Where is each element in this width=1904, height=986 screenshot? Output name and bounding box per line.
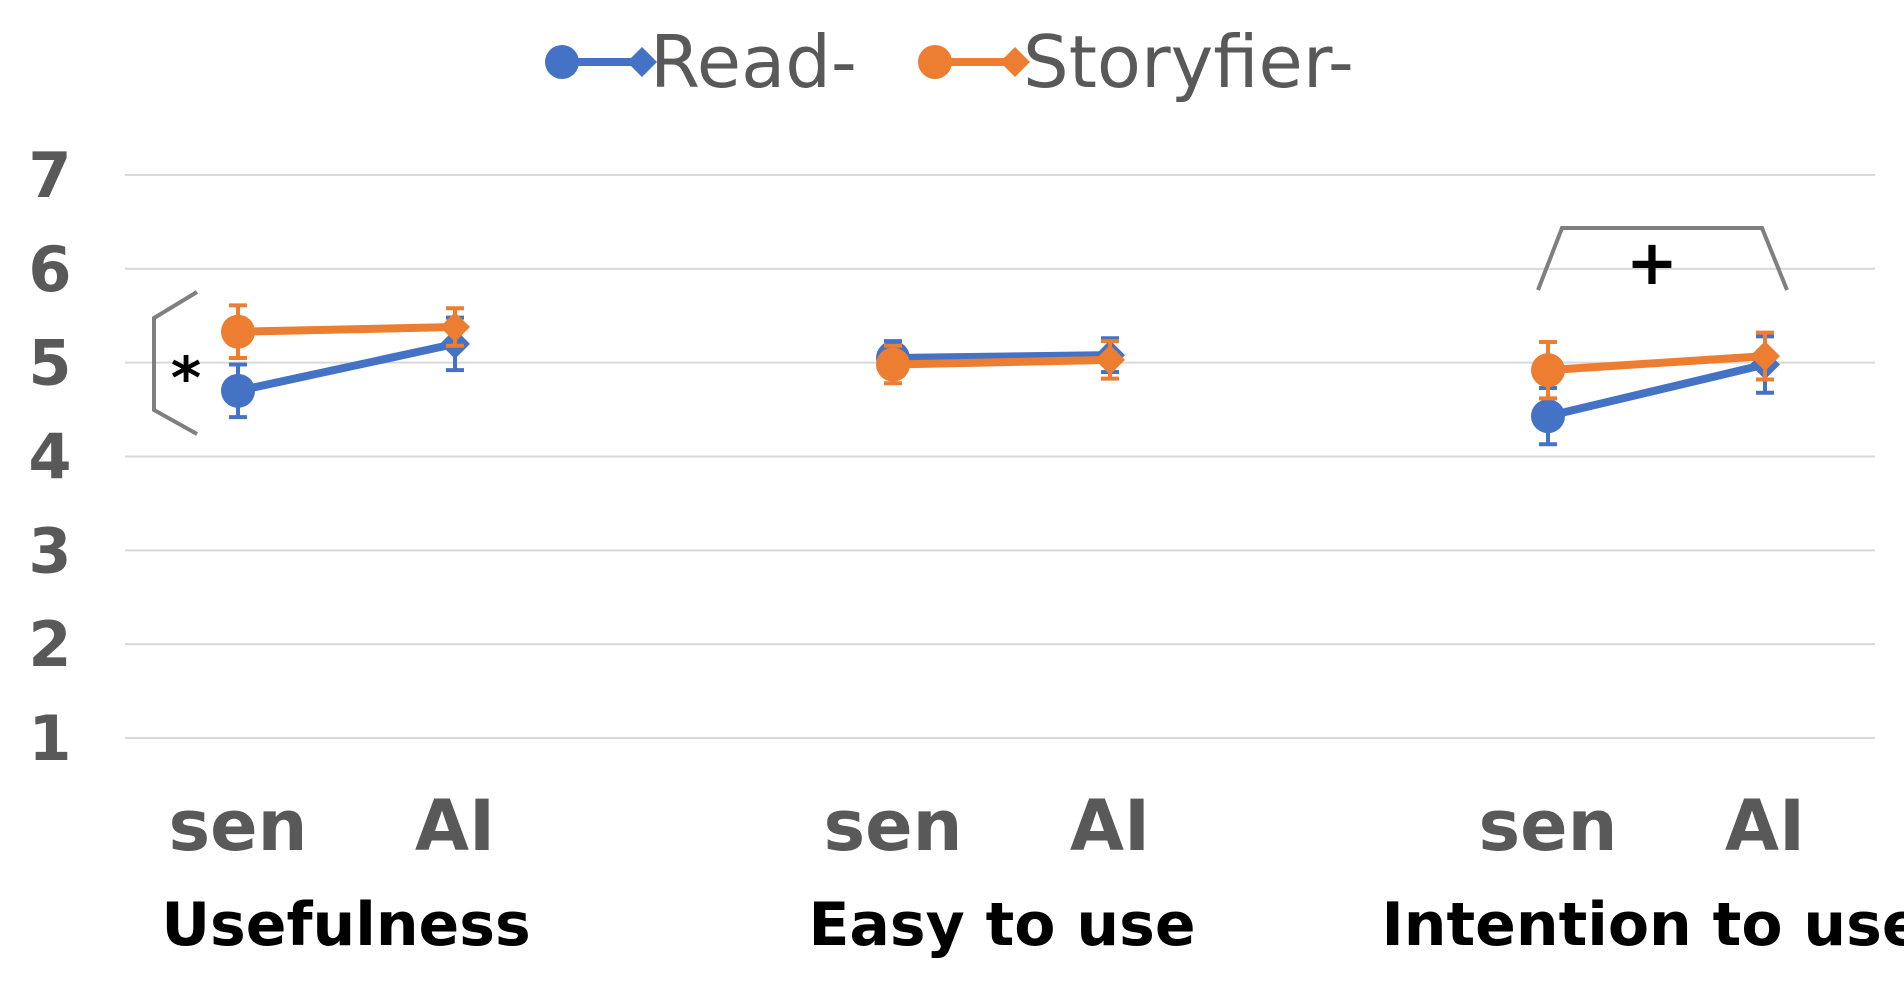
x-axis: sen AI Usefulness sen AI Easy to use sen AI Inte… [161, 785, 1904, 960]
data-point-diamond [1750, 341, 1780, 372]
series-line-storyfier [892, 355, 1111, 369]
legend-diamond-marker [1000, 47, 1030, 77]
legend-label: Storyfier- [1023, 20, 1354, 104]
y-tick-label-5: 5 [28, 327, 71, 400]
data-point-circle [221, 373, 255, 408]
legend: Read- Storyfier- [545, 20, 1354, 104]
y-tick-label-2: 2 [28, 608, 71, 681]
group-label: Usefulness [161, 890, 530, 960]
x-tick-label: sen [824, 785, 963, 867]
y-tick-label-3: 3 [28, 514, 71, 587]
data-point-circle [221, 314, 255, 349]
data-point-diamond [1095, 344, 1125, 375]
significance-bracket-usefulness [152, 290, 199, 436]
significance-bracket-intention [1536, 226, 1789, 291]
legend-label: Read- [650, 20, 857, 104]
y-axis: 1 2 3 4 5 6 7 [28, 139, 71, 775]
series-line-storyfier [1547, 352, 1766, 375]
gridlines [125, 174, 1875, 739]
series-line-read [1547, 360, 1766, 421]
x-tick-label: sen [1479, 785, 1618, 867]
x-tick-label: AI [1070, 785, 1150, 867]
y-tick-label-4: 4 [28, 421, 71, 494]
legend-circle-marker [918, 45, 952, 79]
significance-annotations: *+ [152, 226, 1789, 436]
y-tick-label-1: 1 [28, 702, 71, 775]
group-label: Easy to use [808, 890, 1195, 960]
data-point-diamond [440, 312, 470, 343]
series-line-storyfier [237, 323, 456, 336]
series-line-read [237, 339, 456, 395]
y-tick-label-7: 7 [28, 139, 71, 212]
plot-area [221, 303, 1780, 447]
significance-marker-usefulness: * [171, 344, 201, 412]
data-point-circle [1531, 399, 1565, 434]
x-tick-label: AI [415, 785, 495, 867]
x-tick-label: sen [169, 785, 308, 867]
series-line-read [892, 351, 1111, 362]
data-point-circle [1531, 353, 1565, 388]
legend-circle-marker [545, 45, 579, 79]
data-point-circle [876, 347, 910, 382]
y-tick-label-6: 6 [28, 233, 71, 306]
x-tick-label: AI [1725, 785, 1805, 867]
significance-marker-intention: + [1626, 226, 1678, 299]
legend-diamond-marker [627, 47, 657, 77]
group-label: Intention to use [1381, 890, 1904, 960]
